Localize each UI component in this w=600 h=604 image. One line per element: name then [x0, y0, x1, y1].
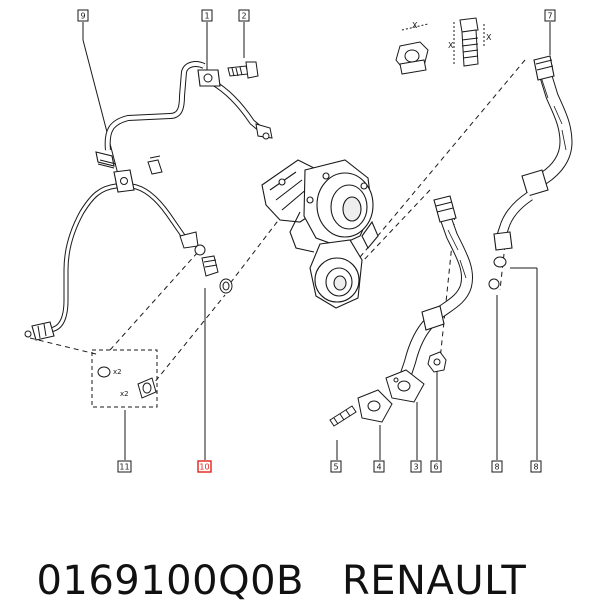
- brand-name: RENAULT: [341, 558, 527, 604]
- callout-box-c6: [430, 460, 442, 473]
- callout-c3: 3: [410, 460, 422, 473]
- callout-boxes: 9 1 2 7 11 10 5 4 3 6 8 8: [77, 9, 556, 473]
- callout-label-c5: 5: [333, 463, 338, 472]
- callout-box-c4: [373, 460, 385, 473]
- callout-box-c8a: [491, 460, 503, 473]
- seals-8: [488, 256, 507, 290]
- callout-box-c11: [117, 460, 132, 473]
- caption: 0169100Q0B RENAULT: [0, 512, 600, 604]
- callout-box-c8b: [530, 460, 542, 473]
- long-oil-pipe: [24, 155, 199, 341]
- callout-c8b: 8: [530, 460, 542, 473]
- oil-feed-pipe-9: [95, 61, 273, 169]
- turbocharger-illustration: [261, 159, 379, 309]
- washer-quantity: x2: [120, 390, 129, 398]
- callout-label-c2: 2: [241, 12, 246, 21]
- callout-box-c2: [238, 9, 250, 22]
- callout-box-c1: [201, 9, 213, 22]
- exploded-parts-diagram: X X X x2 x2 9 1 2 7 11 10 5 4 3 6 8 8: [24, 9, 573, 473]
- callout-label-c10: 10: [199, 463, 209, 472]
- dimension-x-bolt-length: X: [448, 41, 454, 50]
- callout-label-c8b: 8: [533, 463, 538, 472]
- callout-c5: 5: [330, 460, 342, 473]
- callout-box-c9: [77, 9, 89, 22]
- callout-label-c7: 7: [547, 12, 552, 21]
- callout-c11: 11: [117, 460, 132, 473]
- callout-c8a: 8: [491, 460, 503, 473]
- oil-union-10: [194, 244, 233, 294]
- flange-gasket-stud: [329, 351, 447, 427]
- oring-quantity: x2: [113, 368, 122, 376]
- callout-c9: 9: [77, 9, 89, 22]
- callout-box-c5: [330, 460, 342, 473]
- callout-box-c10: [197, 460, 212, 473]
- callout-box-c3: [410, 460, 422, 473]
- banjo-bolt-2: [227, 61, 259, 79]
- callout-c4: 4: [373, 460, 385, 473]
- dimension-x-bolt-dia: X: [486, 33, 492, 42]
- callout-label-c11: 11: [119, 463, 129, 472]
- oil-return-hose-7: [493, 55, 573, 251]
- assembly-dash-lines: [29, 59, 526, 389]
- quantity-labels: x2 x2: [113, 368, 129, 398]
- callout-c7: 7: [544, 9, 556, 22]
- dimension-x-nut: X: [412, 21, 418, 30]
- seal-kit-11: [97, 366, 157, 399]
- callout-c10: 10: [197, 460, 212, 473]
- leader-lines: [82, 22, 551, 460]
- callout-label-c6: 6: [433, 463, 438, 472]
- callout-label-c1: 1: [204, 12, 209, 21]
- callout-c2: 2: [238, 9, 250, 22]
- fastener-detail: [395, 17, 485, 75]
- fastener-dimension-labels: X X X: [412, 21, 492, 50]
- callout-c1: 1: [201, 9, 213, 22]
- callout-label-c4: 4: [376, 463, 381, 472]
- callout-box-c7: [544, 9, 556, 22]
- kit-11-bracket: [91, 349, 158, 408]
- callout-label-c3: 3: [413, 463, 418, 472]
- callout-c6: 6: [430, 460, 442, 473]
- callout-label-c8a: 8: [494, 463, 499, 472]
- part-number: 0169100Q0B: [36, 558, 304, 604]
- oil-return-pipe-3: [398, 195, 473, 382]
- callout-label-c9: 9: [80, 12, 85, 21]
